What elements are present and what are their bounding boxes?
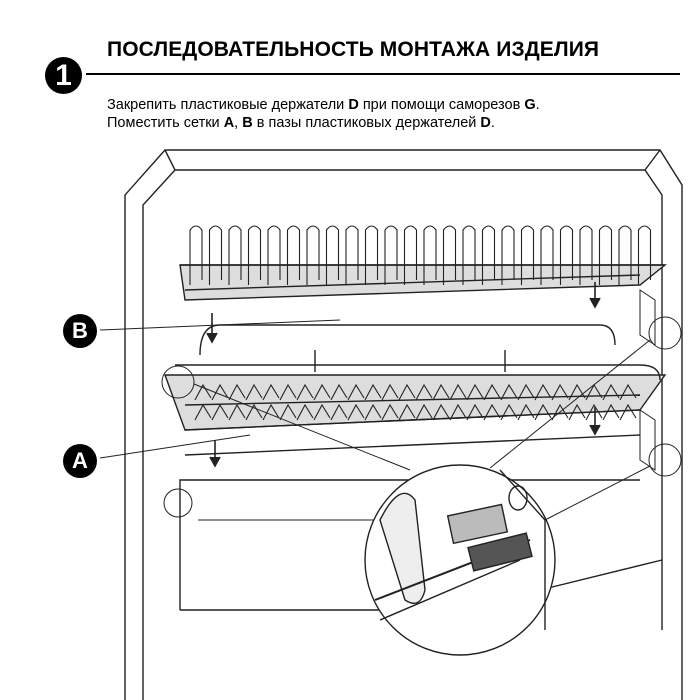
label-b-badge: B — [63, 314, 97, 348]
part-label: B — [242, 115, 253, 131]
text: . — [535, 97, 540, 113]
cup-wire — [619, 383, 637, 421]
cup-wire — [602, 383, 620, 421]
arrows — [206, 282, 601, 468]
part-label: D — [348, 97, 359, 113]
cup-wire — [262, 383, 280, 421]
cup-wire — [585, 383, 603, 421]
plate-wire — [306, 225, 320, 285]
cup-wire — [364, 383, 382, 421]
title-divider — [86, 73, 680, 75]
plate-wire — [637, 225, 652, 285]
text: Поместить сетки — [107, 115, 224, 131]
plate-wire — [208, 225, 223, 285]
label-a-badge: A — [63, 444, 97, 478]
plate-wire — [423, 225, 437, 285]
plate-wire — [228, 225, 242, 285]
cup-wire — [330, 383, 348, 421]
plate-wire — [267, 225, 281, 285]
text: в пазы пластиковых держателей — [252, 115, 481, 131]
plate-wire — [384, 225, 398, 285]
cup-wire — [211, 383, 229, 421]
cup-wire — [398, 383, 416, 421]
plate-wire — [501, 225, 515, 285]
cup-wire — [500, 383, 518, 421]
rack-a-bottom — [164, 324, 667, 431]
plate-wire — [442, 225, 457, 285]
plate-wire — [540, 225, 554, 285]
plate-wire — [462, 225, 476, 285]
page-title: ПОСЛЕДОВАТЕЛЬНОСТЬ МОНТАЖА ИЗДЕЛИЯ — [107, 38, 600, 61]
cup-wire — [432, 383, 450, 421]
plate-wire — [481, 225, 496, 285]
part-label: D — [480, 115, 491, 131]
cup-wire — [194, 383, 212, 421]
cup-wire — [517, 383, 535, 421]
plate-wire — [618, 225, 632, 285]
step-number-badge: 1 — [45, 57, 82, 94]
instruction-line-2: Поместить сетки A, B в пазы пластиковых … — [107, 115, 495, 131]
cup-wire — [381, 383, 399, 421]
plate-wire — [189, 225, 203, 285]
cup-wire — [228, 383, 246, 421]
text: при помощи саморезов — [358, 97, 525, 113]
text: . — [490, 115, 495, 131]
cup-wire — [313, 383, 331, 421]
plate-wire — [345, 225, 359, 285]
cup-wire — [296, 383, 314, 421]
cup-wire — [347, 383, 365, 421]
cup-wire — [551, 383, 569, 421]
instruction-line-1: Закрепить пластиковые держатели D при по… — [107, 97, 540, 113]
magnified-detail — [364, 464, 556, 656]
text: , — [234, 115, 243, 131]
plate-wire — [286, 225, 301, 285]
cup-wire — [466, 383, 484, 421]
cup-wire — [415, 383, 433, 421]
cabinet — [124, 149, 683, 700]
cup-wire — [279, 383, 297, 421]
part-label: A — [223, 115, 235, 131]
part-label: G — [524, 97, 536, 113]
text: Закрепить пластиковые держатели — [107, 97, 349, 113]
plate-wire — [403, 225, 418, 285]
plate-wire — [364, 225, 379, 285]
cup-wire — [449, 383, 467, 421]
plate-wire — [325, 225, 340, 285]
cup-wire — [534, 383, 552, 421]
plate-wire — [598, 225, 613, 285]
plate-wire — [559, 225, 574, 285]
wires — [189, 225, 652, 421]
plate-wire — [579, 225, 593, 285]
plate-wire — [520, 225, 535, 285]
plate-wire — [247, 225, 262, 285]
cup-wire — [568, 383, 586, 421]
cup-wire — [245, 383, 263, 421]
cup-wire — [483, 383, 501, 421]
